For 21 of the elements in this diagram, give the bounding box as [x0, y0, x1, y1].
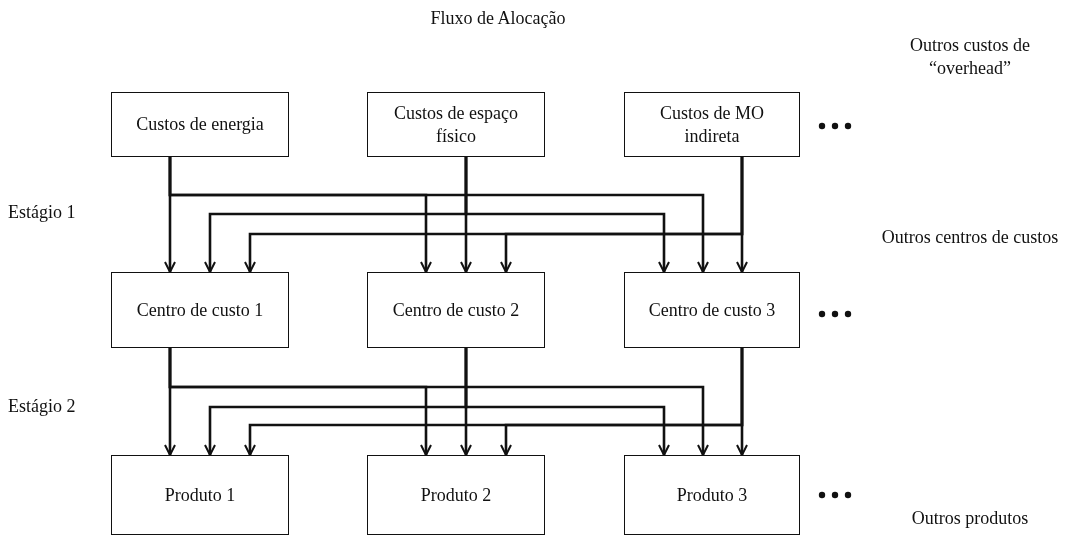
process-box: Produto 1 — [111, 455, 289, 535]
annotation-text: Estágio 1 — [8, 201, 77, 224]
process-box: Custos de espaço físico — [367, 92, 545, 157]
process-box: Produto 3 — [624, 455, 800, 535]
arrow — [464, 157, 670, 273]
process-box: Centro de custo 2 — [367, 272, 545, 348]
annotation-text: Estágio 2 — [8, 395, 77, 418]
annotation-text: Outros custos de “overhead” — [909, 34, 1031, 79]
process-box: Custos de energia — [111, 92, 289, 157]
process-box: Custos de MO indireta — [624, 92, 800, 157]
arrow — [736, 157, 748, 273]
annotation-text: Outros centros de custos — [880, 226, 1060, 249]
annotation-text: Outros produtos — [910, 507, 1030, 530]
process-box: Produto 2 — [367, 455, 545, 535]
diagram-title: Fluxo de Alocação — [429, 8, 567, 29]
arrow — [168, 348, 709, 456]
arrow — [168, 157, 709, 273]
arrow — [464, 348, 670, 456]
arrow — [736, 348, 748, 456]
process-box: Centro de custo 3 — [624, 272, 800, 348]
process-box: Centro de custo 1 — [111, 272, 289, 348]
